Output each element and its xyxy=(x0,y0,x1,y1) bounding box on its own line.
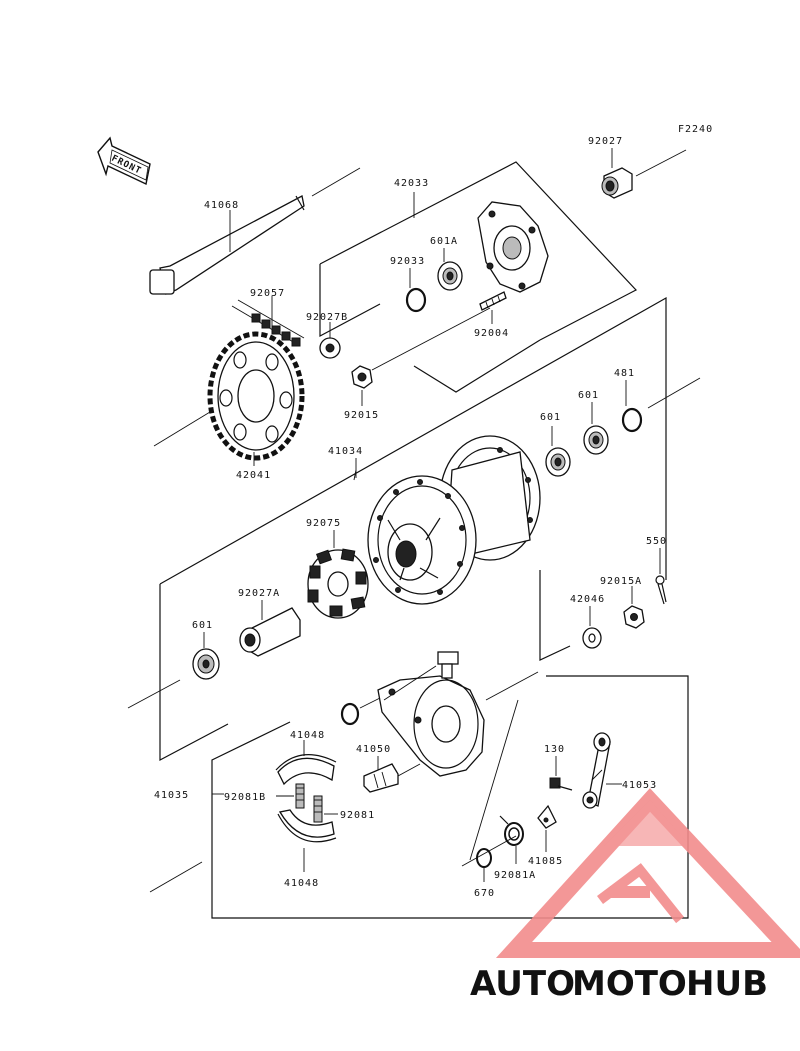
circlip-92033 xyxy=(405,287,427,313)
damper-92075 xyxy=(307,548,369,619)
spring-92081B xyxy=(295,783,305,809)
brake-shoe-41048-bottom xyxy=(277,809,337,843)
nut-92015 xyxy=(351,365,373,389)
label-41085: 41085 xyxy=(528,856,563,867)
brake-shoe-41048-top xyxy=(275,754,337,786)
label-601-c: 601 xyxy=(192,620,213,631)
label-92004: 92004 xyxy=(474,328,509,339)
bolt-panel xyxy=(437,651,459,679)
label-92081A: 92081A xyxy=(494,870,536,881)
watermark-logo xyxy=(495,788,800,958)
sprocket-42041 xyxy=(207,331,305,461)
label-550: 550 xyxy=(646,536,667,547)
label-92057: 92057 xyxy=(250,288,285,299)
nut-92015A xyxy=(623,605,645,629)
bearing-601A xyxy=(437,261,463,291)
bearing-601-a xyxy=(545,447,571,477)
label-92015A: 92015A xyxy=(600,576,642,587)
bearing-601-c xyxy=(192,648,220,680)
label-601-a: 601 xyxy=(540,412,561,423)
label-92027: 92027 xyxy=(588,136,623,147)
label-601-b: 601 xyxy=(578,390,599,401)
coupling-42033 xyxy=(477,201,549,293)
label-481: 481 xyxy=(614,368,635,379)
brake-panel xyxy=(377,675,485,777)
watermark-hub: HUB xyxy=(686,964,768,1004)
collar-92027A xyxy=(239,607,301,657)
label-670: 670 xyxy=(474,888,495,899)
axle-41068 xyxy=(149,195,305,295)
figure-code: F2240 xyxy=(678,124,713,135)
label-130: 130 xyxy=(544,744,565,755)
washer-42046 xyxy=(582,627,602,649)
cotter-pin-550 xyxy=(655,575,667,605)
spring-92081A xyxy=(499,815,524,846)
label-92081: 92081 xyxy=(340,810,375,821)
stud-92004 xyxy=(479,291,507,311)
collar-92027B xyxy=(319,337,341,359)
label-601A: 601A xyxy=(430,236,458,247)
bolts-92057 xyxy=(231,299,305,347)
label-41050: 41050 xyxy=(356,744,391,755)
label-92015: 92015 xyxy=(344,410,379,421)
label-41035: 41035 xyxy=(154,790,189,801)
label-92033: 92033 xyxy=(390,256,425,267)
label-41048-top: 41048 xyxy=(290,730,325,741)
collar-92027 xyxy=(601,167,633,199)
label-42041: 42041 xyxy=(236,470,271,481)
cam-41050 xyxy=(363,763,399,793)
circlip-481 xyxy=(621,407,643,433)
label-41068: 41068 xyxy=(204,200,239,211)
label-92075: 92075 xyxy=(306,518,341,529)
brake-lever-41053 xyxy=(582,732,611,809)
label-41053: 41053 xyxy=(622,780,657,791)
label-92027A: 92027A xyxy=(238,588,280,599)
label-41034: 41034 xyxy=(328,446,363,457)
label-92081B: 92081B xyxy=(224,792,266,803)
label-42033: 42033 xyxy=(394,178,429,189)
circlip-panel xyxy=(340,702,360,726)
label-42046: 42046 xyxy=(570,594,605,605)
circlip-670 xyxy=(476,848,492,868)
watermark-auto: AUTO xyxy=(470,964,575,1004)
watermark-moto: MOTO xyxy=(572,964,687,1004)
indicator-41085 xyxy=(537,804,557,829)
bolt-130 xyxy=(549,777,573,791)
label-92027B: 92027B xyxy=(306,312,348,323)
spring-92081 xyxy=(313,795,323,823)
watermark-text: AUTO MOTO HUB xyxy=(470,964,768,1004)
bearing-601-b xyxy=(583,425,609,455)
wheel-hub-41034 xyxy=(367,435,541,605)
label-41048-bottom: 41048 xyxy=(284,878,319,889)
front-arrow-icon: FRONT xyxy=(97,136,151,186)
